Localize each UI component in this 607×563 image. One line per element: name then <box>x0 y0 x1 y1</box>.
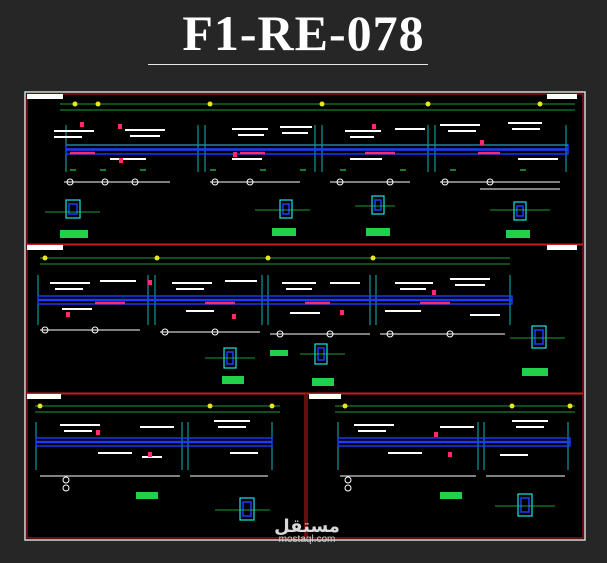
watermark-url: mostaql.com <box>278 534 336 545</box>
section-detail-3a <box>136 492 270 521</box>
section-detail-2c <box>510 325 565 376</box>
section-detail-4a <box>440 492 555 517</box>
mostaql-logo-icon: مستقل <box>274 516 340 537</box>
section-detail-1c <box>355 195 395 236</box>
title-underline <box>148 64 428 65</box>
drawing-panel-1 <box>26 93 584 245</box>
section-detail-1d <box>490 201 550 238</box>
section-detail-1a <box>45 199 100 238</box>
section-detail-1b <box>255 199 310 236</box>
drawing-panel-4 <box>306 393 584 539</box>
page-title: F1-RE-078 <box>182 5 425 61</box>
section-detail-2a <box>205 347 288 384</box>
drawing-panel-2 <box>26 244 584 394</box>
watermark-arabic: مستقل <box>274 516 340 537</box>
section-detail-2b <box>300 343 345 386</box>
drawing-panel-3 <box>26 393 306 539</box>
